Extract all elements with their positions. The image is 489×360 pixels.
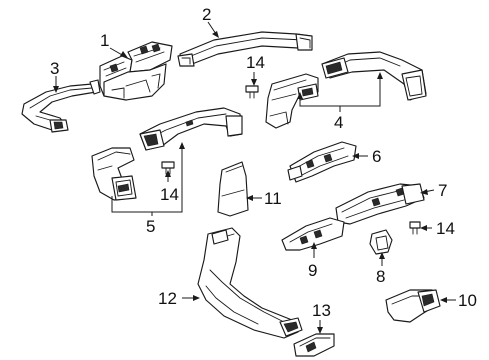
- callout-labels: 1 2 3 4 5 6 7 8 9 10 11 12 13 14 14 14: [50, 5, 477, 320]
- callout-4: 4: [334, 113, 343, 132]
- callout-2: 2: [202, 5, 211, 24]
- callout-5: 5: [146, 217, 155, 236]
- part-4-duct-right: [321, 51, 427, 101]
- part-5-duct-upper: [139, 107, 243, 151]
- fastener-14-middle: [161, 161, 175, 175]
- part-4-duct-left: [265, 73, 319, 129]
- leader-lines: [53, 21, 456, 334]
- part-6-bracket: [287, 141, 357, 183]
- callout-12: 12: [158, 289, 177, 308]
- callout-1: 1: [100, 31, 109, 50]
- fastener-14-top: [245, 85, 259, 99]
- part-3-side-duct: [21, 79, 101, 133]
- callout-8: 8: [376, 267, 385, 286]
- part-5-duct-lower: [91, 147, 137, 201]
- part-9-clip-duct: [281, 217, 345, 251]
- callout-11: 11: [264, 189, 282, 208]
- part-2-upper-duct: [177, 31, 313, 67]
- callout-14-middle: 14: [160, 185, 179, 204]
- part-10-outlet: [385, 289, 441, 323]
- part-11-duct: [217, 161, 249, 217]
- fastener-14-right: [409, 221, 421, 235]
- callout-10: 10: [458, 291, 477, 310]
- part-1-center-outlet: [99, 41, 173, 101]
- callout-14-right: 14: [436, 219, 455, 238]
- callout-6: 6: [372, 147, 381, 166]
- part-13-outlet: [293, 333, 335, 357]
- callout-3: 3: [50, 59, 59, 78]
- callout-9: 9: [308, 261, 317, 280]
- callout-14-top: 14: [246, 53, 265, 72]
- callout-13: 13: [312, 301, 331, 320]
- part-8-clip: [369, 229, 393, 255]
- part-7-duct: [335, 183, 425, 225]
- part-12-floor-duct: [197, 227, 303, 339]
- callout-7: 7: [438, 181, 447, 200]
